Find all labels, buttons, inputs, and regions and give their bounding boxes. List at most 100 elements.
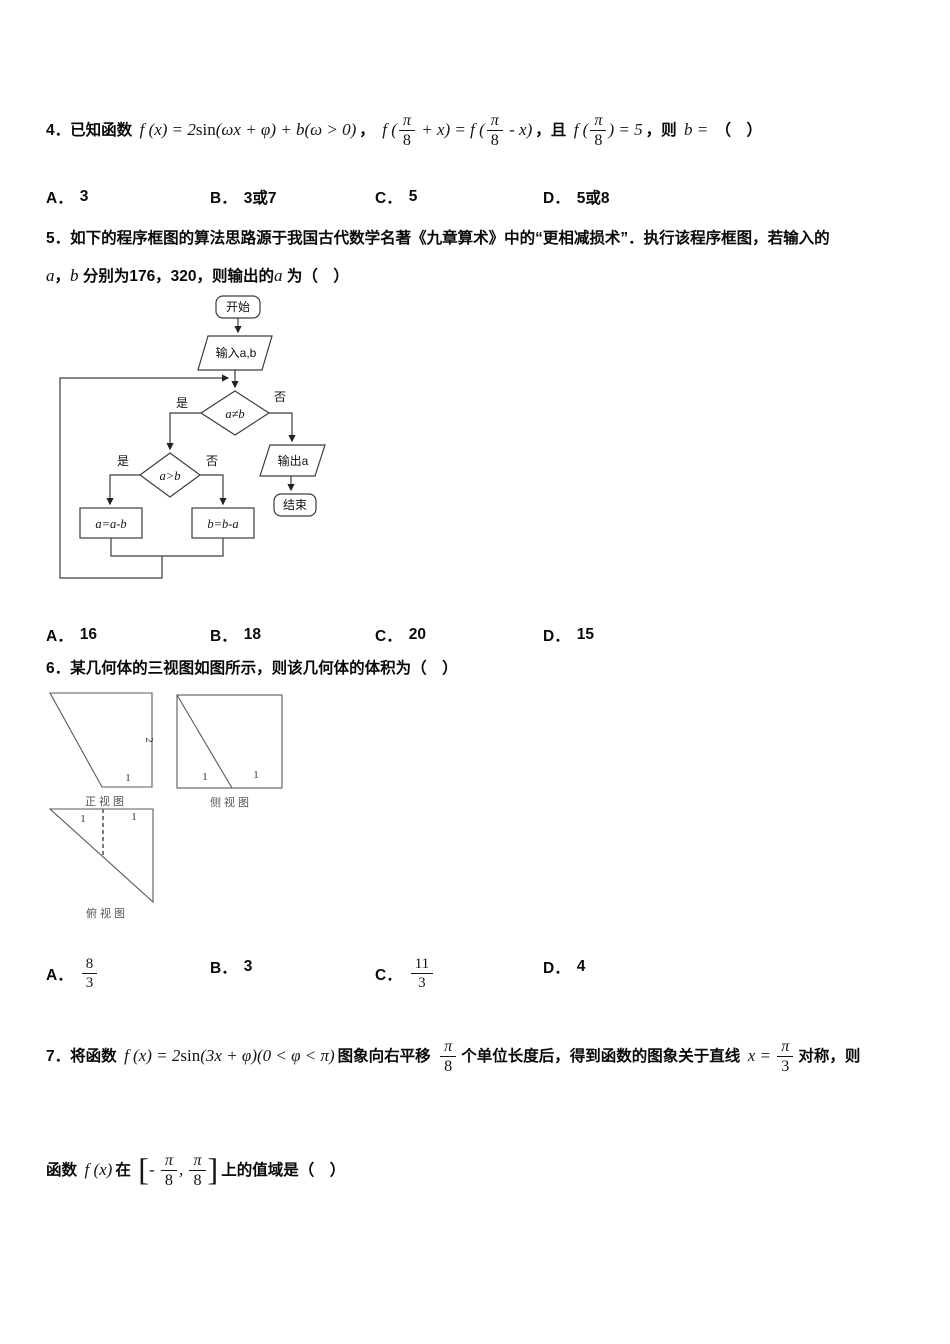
flowchart-start-label: 开始: [226, 300, 250, 314]
q4-separator-3: ，则: [645, 121, 677, 139]
three-views-figure: 1 2 1 1 1 1 正视图 侧视图 俯视图: [48, 692, 283, 920]
flowchart: 开始 输入a,b a≠b 是 否 a>b 是 否 a=a-b b=b-a 输出a…: [59, 295, 326, 579]
q7-tail-1: 对称，则: [798, 1047, 861, 1065]
flowchart-cond2-label: a>b: [160, 469, 181, 483]
q7-formula-f: f (x): [84, 1159, 113, 1179]
q7-mid-1: 图象向右平移: [337, 1047, 431, 1065]
q4-formula-b: b =: [684, 119, 713, 139]
flowchart-cond2-no-label: 否: [206, 454, 218, 468]
q4-separator-2: ，且: [535, 121, 567, 139]
flowchart-input-label: 输入a,b: [216, 345, 257, 360]
flowchart-cond1-label: a≠b: [225, 407, 244, 421]
option-label: D．: [543, 960, 570, 977]
front-view-shape: [49, 692, 153, 788]
option-b: B． 18: [210, 624, 261, 646]
option-text: 16: [79, 626, 97, 643]
option-b: B．3或7: [210, 186, 276, 208]
question-5: 5．如下的程序框图的算法思路源于我国古代数学名著《九章算术》中的“更相减损术”．…: [46, 220, 924, 295]
side-view-shape: [176, 694, 283, 789]
option-label: A．: [46, 628, 73, 645]
option-label: A．: [46, 966, 73, 984]
top-view-dim-left: 1: [80, 813, 86, 825]
question-6: 6．某几何体的三视图如图所示，则该几何体的体积为（ ）: [46, 656, 924, 678]
flowchart-merge-edge: [110, 538, 224, 557]
q4-formula-function: f (x) = 2sin(ωx + φ) + b(ω > 0): [139, 119, 357, 139]
flowchart-cond2-node: [138, 452, 202, 498]
option-text: 15: [576, 626, 594, 643]
flowchart-end-node: [273, 493, 317, 517]
question-4-number: 4．: [46, 121, 71, 139]
flowchart-cond1-no-label: 否: [274, 390, 286, 404]
option-text: 4: [576, 958, 586, 975]
flowchart-output-node: [259, 444, 326, 477]
flowchart-cond1-node: [199, 390, 271, 436]
flowchart-loop-edge: [59, 374, 230, 579]
question-5-text-line2: a，b 分别为176，320，则输出的a 为（ ）: [46, 266, 349, 285]
option-text: 18: [243, 626, 261, 643]
option-label: C．: [375, 628, 402, 645]
top-view-shape: [48, 808, 154, 904]
question-5-options: A． 16 B． 18 C． 20 D． 15: [40, 624, 925, 668]
side-view-dim-right: 1: [253, 769, 259, 781]
flowchart-edge: [200, 474, 227, 506]
front-view-dim-right: 2: [143, 737, 155, 743]
option-label: B．: [210, 960, 237, 977]
option-d: D． 15: [543, 624, 594, 646]
flowchart-cond2-yes-label: 是: [117, 454, 129, 468]
q7-formula-function: f (x) = 2sin(3x + φ)(0 < φ < π): [124, 1045, 335, 1065]
side-view-diagonal: [176, 694, 233, 789]
flowchart-input-node: [197, 335, 273, 371]
q7-tail-2: 上的值域是（ ）: [221, 1161, 346, 1179]
option-label: C．: [375, 966, 402, 984]
flowchart-cond1-yes-label: 是: [176, 396, 188, 410]
option-label: B．: [210, 190, 237, 207]
front-view-dim-bottom: 1: [125, 772, 131, 784]
option-label: D．: [543, 628, 570, 645]
flowchart-edge: [166, 412, 201, 451]
question-5-text-line1: 5．如下的程序框图的算法思路源于我国古代数学名著《九章算术》中的“更相减损术”．…: [46, 230, 830, 247]
flowchart-assign-left-label: a=a-b: [95, 517, 126, 531]
q7-line2-pre: 函数: [46, 1161, 78, 1179]
option-a: A． 3: [46, 186, 88, 208]
option-text: 3: [79, 188, 89, 205]
question-7-intro: 7．将函数: [46, 1047, 117, 1065]
front-view-caption: 正视图: [85, 794, 127, 808]
flowchart-edge: [106, 474, 140, 506]
q4-separator-1: ，: [359, 121, 375, 139]
flowchart-edge: [269, 412, 296, 443]
option-text: 3: [243, 958, 253, 975]
top-view-dim-right: 1: [131, 811, 137, 823]
option-label: D．: [543, 190, 570, 207]
top-view-caption: 俯视图: [86, 906, 128, 920]
option-text: 20: [408, 626, 426, 643]
option-d: D． 5或8: [543, 186, 609, 208]
option-label: A．: [46, 190, 73, 207]
option-c: C．5: [375, 186, 417, 208]
option-label: B．: [210, 628, 237, 645]
side-view-caption: 侧视图: [210, 795, 252, 809]
q4-answer-paren: （ ）: [715, 121, 763, 139]
question-4-options: A． 3 B．3或7 C．5 D． 5或8: [40, 186, 925, 230]
flowchart-assign-right-label: b=b-a: [207, 517, 238, 531]
question-4-intro: 已知函数: [70, 121, 133, 139]
option-text: 5或8: [576, 190, 610, 207]
question-7: 7．将函数 f (x) = 2sin(3x + φ)(0 < φ < π)图象向…: [46, 1038, 924, 1076]
flowchart-end-label: 结束: [283, 498, 307, 512]
